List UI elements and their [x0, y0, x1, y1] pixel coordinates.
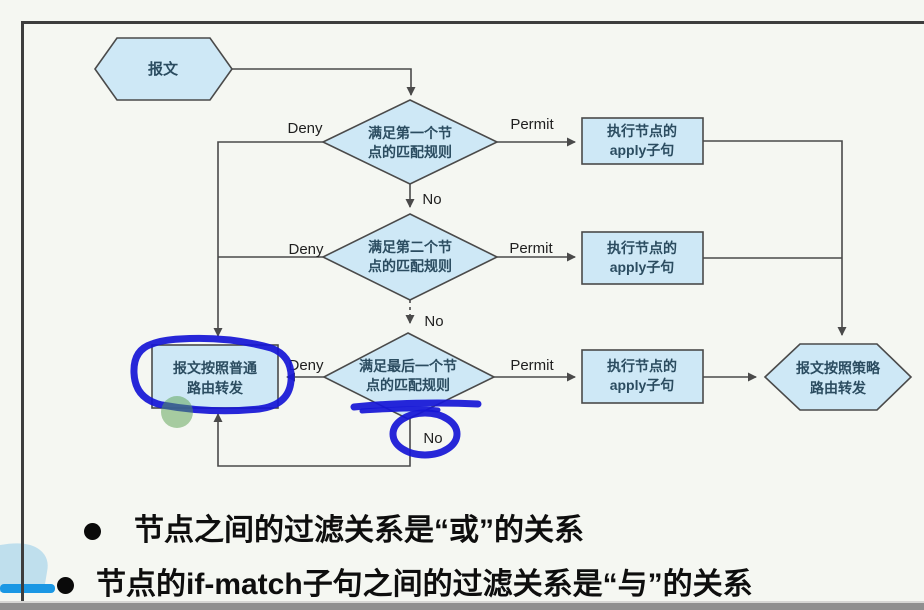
apply-box-1: 执行节点的 apply子句: [581, 117, 704, 165]
start-hexagon: 报文: [94, 37, 233, 101]
apply-box-3-line1: 执行节点的: [607, 358, 677, 374]
apply-box-1-line2: apply子句: [610, 142, 675, 158]
no-circle-annotation: [389, 409, 461, 459]
edge-labels: Deny Deny Deny Permit Permit Permit No N…: [287, 116, 554, 447]
deny-label-2: Deny: [288, 241, 324, 258]
decision-1-shape: [321, 99, 499, 185]
policy-route-line2: 路由转发: [810, 380, 867, 396]
apply-box-1-shape: [581, 117, 704, 165]
no-label-2: No: [424, 313, 443, 330]
bullet-2-suffix: 子句之间的过滤关系是“与”的关系: [302, 568, 753, 601]
bullet-2-prefix: 节点的: [96, 568, 186, 601]
apply-box-3-line2: apply子句: [610, 377, 675, 393]
underline-annotation: [350, 399, 482, 411]
apply-box-2-line1: 执行节点的: [607, 240, 677, 256]
bullet-2-emphasis: if-match: [186, 568, 303, 601]
blue-bar-annotation: [0, 584, 55, 593]
decision-2: 满足第二个节 点的匹配规则: [321, 213, 499, 301]
decision-3-line1: 满足最后一个节: [359, 358, 457, 374]
decision-3: 满足最后一个节 点的匹配规则: [322, 332, 496, 420]
apply-box-3: 执行节点的 apply子句: [581, 349, 704, 404]
apply-box-2-shape: [581, 231, 704, 285]
no-label-1: No: [422, 191, 441, 208]
green-dot-annotation: [161, 396, 193, 428]
decision-1-line2: 点的匹配规则: [368, 144, 452, 160]
bottom-edge-strip: [0, 601, 924, 610]
no-label-3: No: [423, 430, 442, 447]
ink-annotations: [0, 334, 482, 593]
permit-label-2: Permit: [509, 240, 553, 257]
permit-label-3: Permit: [510, 357, 554, 374]
bullet-dot-icon: [57, 577, 74, 594]
bullet-1-text: 节点之间的过滤关系是“或”的关系: [134, 514, 584, 547]
start-hexagon-label: 报文: [148, 60, 179, 78]
decision-3-line2: 点的匹配规则: [366, 377, 450, 393]
decision-1-line1: 满足第一个节: [368, 125, 452, 141]
apply-box-2-line2: apply子句: [610, 259, 675, 275]
decision-1: 满足第一个节 点的匹配规则: [321, 99, 499, 185]
deny-label-3: Deny: [288, 357, 324, 374]
policy-route-hexagon: 报文按照策略 路由转发: [763, 343, 913, 411]
apply-box-1-line1: 执行节点的: [607, 123, 677, 139]
bullet-item-1: 节点之间的过滤关系是“或”的关系: [84, 512, 584, 550]
underline-annotation-2: [359, 406, 441, 414]
decision-2-line2: 点的匹配规则: [368, 258, 452, 274]
apply-box-2: 执行节点的 apply子句: [581, 231, 704, 285]
decision-2-shape: [321, 213, 499, 301]
deny-label-1: Deny: [287, 120, 323, 137]
normal-route-circle-annotation: [130, 334, 295, 415]
normal-route-line2: 路由转发: [187, 380, 244, 396]
bullet-dot-icon: [84, 523, 101, 540]
policy-route-hexagon-shape: [763, 343, 913, 411]
start-hexagon-shape: [94, 37, 233, 101]
normal-route-line1: 报文按照普通: [173, 360, 257, 376]
decision-2-line1: 满足第二个节: [368, 239, 452, 255]
policy-route-line1: 报文按照策略: [796, 360, 881, 376]
connector-lines: [213, 68, 847, 467]
bullet-2-text: 节点的if-match子句之间的过滤关系是“与”的关系: [96, 566, 753, 604]
bullet-item-2: 节点的if-match子句之间的过滤关系是“与”的关系: [57, 566, 753, 604]
permit-label-1: Permit: [510, 116, 554, 133]
apply-box-3-shape: [581, 349, 704, 404]
